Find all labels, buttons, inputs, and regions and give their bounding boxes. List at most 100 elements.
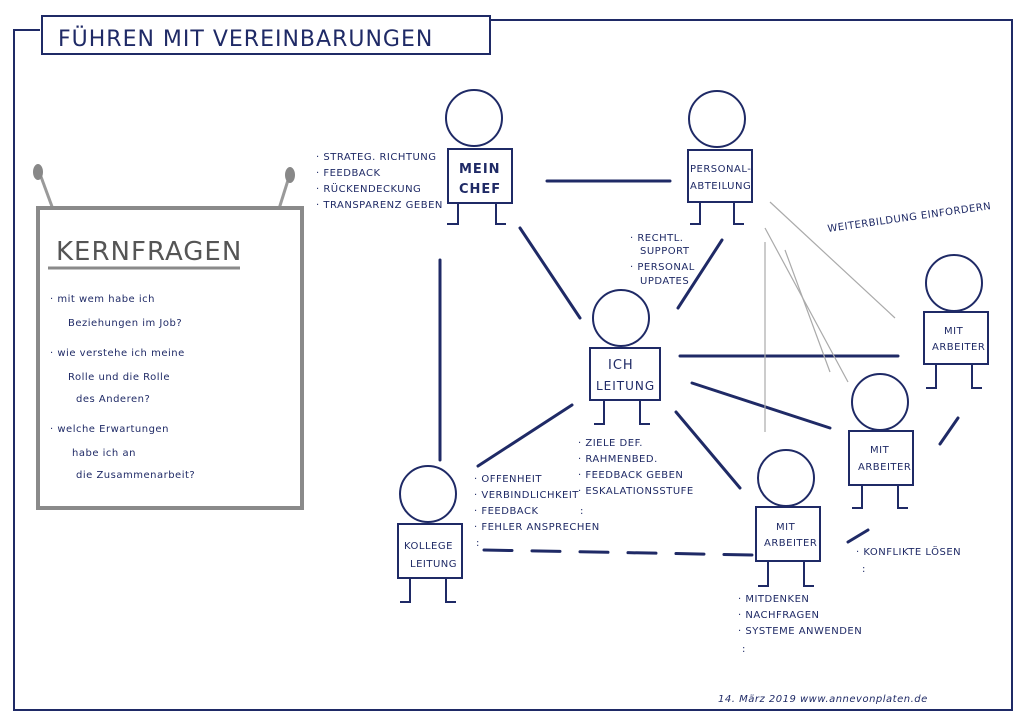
person-personalabteilung	[687, 90, 753, 225]
note-ich-5: :	[580, 506, 584, 517]
person-mitarbeiter-bottom	[755, 449, 821, 587]
head	[757, 449, 815, 507]
kernfragen-heading: KERNFRAGEN	[56, 237, 242, 267]
note-chef-1: · STRATEG. RICHTUNG	[316, 152, 437, 163]
legs	[690, 202, 744, 225]
body-box	[447, 148, 513, 204]
person-mitarbeiter-mid	[848, 373, 914, 509]
note-kollege-5: :	[476, 538, 480, 549]
note-personal-3: · PERSONAL	[630, 262, 695, 273]
note-kollege-4: · FEHLER ANSPRECHEN	[474, 522, 600, 533]
person-mein-chef	[445, 89, 513, 225]
question-2-line-1: · wie verstehe ich meine	[50, 348, 185, 359]
legs	[447, 203, 506, 225]
body-box	[848, 430, 914, 486]
head	[399, 465, 457, 523]
question-3-line-3: die Zusammenarbeit?	[76, 470, 195, 481]
line-ich-kollege	[476, 403, 574, 468]
line-chef-ich	[518, 226, 582, 320]
legs	[400, 578, 456, 603]
label-kollege: KOLLEGE	[404, 541, 453, 552]
page-title: FÜHREN MIT VEREINBARUNGEN	[58, 26, 433, 52]
legs	[758, 561, 814, 587]
label-kollege-leitung: LEITUNG	[410, 559, 457, 570]
note-chef-3: · RÜCKENDECKUNG	[316, 182, 421, 195]
question-2-line-3: des Anderen?	[76, 394, 150, 405]
body-box	[923, 311, 989, 365]
notes-kollege: · OFFENHEIT · VERBINDLICHKEIT · FEEDBACK…	[474, 474, 600, 549]
question-2-line-2: Rolle und die Rolle	[68, 372, 170, 383]
note-ma-3: · SYSTEME ANWENDEN	[738, 626, 862, 637]
notes-konflikte: · KONFLIKTE LÖSEN :	[856, 545, 961, 575]
grey-line-4	[784, 249, 831, 373]
head	[851, 373, 909, 431]
line-ich-ma-mid	[690, 381, 832, 430]
pin-left-icon	[33, 164, 43, 180]
label-arbeiter-mid: ARBEITER	[858, 462, 911, 473]
note-kollege-1: · OFFENHEIT	[474, 474, 542, 485]
note-ich-1: · ZIELE DEF.	[578, 438, 643, 449]
line-kollege-ma-bottom	[482, 548, 756, 557]
question-1-line-2: Beziehungen im Job?	[68, 318, 182, 329]
body-box	[589, 347, 661, 401]
label-personal: PERSONAL-	[690, 164, 751, 175]
body-box	[397, 523, 463, 579]
head	[925, 254, 983, 312]
label-arbeiter-right: ARBEITER	[932, 342, 985, 353]
line-personal-ich	[676, 238, 724, 310]
label-mit-bottom: MIT	[776, 522, 796, 533]
label-mein: MEIN	[459, 162, 501, 177]
note-ma-4: :	[742, 644, 746, 655]
note-kollege-2: · VERBINDLICHKEIT	[474, 490, 579, 501]
note-chef-4: · TRANSPARENZ GEBEN	[316, 200, 443, 211]
note-personal-1: · RECHTL.	[630, 233, 683, 244]
question-3-line-2: habe ich an	[72, 448, 136, 459]
note-ich-3: · FEEDBACK GEBEN	[578, 470, 683, 481]
notes-personal: · RECHTL. SUPPORT · PERSONAL UPDATES	[630, 233, 695, 287]
outer-frame	[13, 19, 1013, 711]
footer-signature: 14. März 2019 www.annevonplaten.de	[718, 694, 928, 705]
grey-line-1	[769, 201, 896, 319]
kernfragen-board: KERNFRAGEN · mit wem habe ich Beziehunge…	[33, 164, 304, 510]
note-weiterbildung: WEITERBILDUNG EINFORDERN	[827, 201, 992, 235]
label-mit-mid: MIT	[870, 445, 890, 456]
line-ma-mid-ma-bottom	[846, 528, 870, 544]
legs	[594, 400, 650, 425]
line-ma-right-ma-mid	[938, 416, 960, 446]
note-chef-2: · FEEDBACK	[316, 168, 381, 179]
notes-chef: · STRATEG. RICHTUNG · FEEDBACK · RÜCKEND…	[316, 152, 443, 211]
body-box	[687, 149, 753, 203]
line-ich-ma-bottom	[674, 410, 742, 490]
weiterbildung-lines	[764, 201, 896, 432]
head	[688, 90, 746, 148]
board-frame	[36, 206, 304, 510]
notes-mitarbeiter: · MITDENKEN · NACHFRAGEN · SYSTEME ANWEN…	[738, 594, 862, 655]
label-leitung: LEITUNG	[596, 379, 655, 393]
note-ma-1: · MITDENKEN	[738, 594, 809, 605]
head	[445, 89, 503, 147]
note-personal-4: UPDATES	[640, 276, 689, 287]
person-mitarbeiter-right	[923, 254, 989, 389]
person-ich-leitung	[589, 289, 661, 425]
notes-ich: · ZIELE DEF. · RAHMENBED. · FEEDBACK GEB…	[578, 438, 694, 517]
note-konflikte-1: · KONFLIKTE LÖSEN	[856, 545, 961, 558]
note-ma-2: · NACHFRAGEN	[738, 610, 820, 621]
label-ich: ICH	[608, 358, 634, 373]
legs	[926, 364, 982, 389]
note-ich-2: · RAHMENBED.	[578, 454, 658, 465]
body-box	[755, 506, 821, 562]
grey-line-2	[764, 227, 849, 383]
question-1-line-1: · mit wem habe ich	[50, 294, 155, 305]
note-ich-4: · ESKALATIONSSTUFE	[578, 486, 694, 497]
legs	[852, 485, 908, 509]
question-3-line-1: · welche Erwartungen	[50, 424, 169, 435]
title-box	[41, 15, 491, 55]
label-chef: CHEF	[459, 182, 501, 197]
note-kollege-3: · FEEDBACK	[474, 506, 539, 517]
label-abteilung: ABTEILUNG	[690, 181, 751, 192]
label-mit-right: MIT	[944, 326, 964, 337]
person-kollege-leitung	[397, 465, 463, 603]
head	[592, 289, 650, 347]
note-konflikte-2: :	[862, 564, 866, 575]
